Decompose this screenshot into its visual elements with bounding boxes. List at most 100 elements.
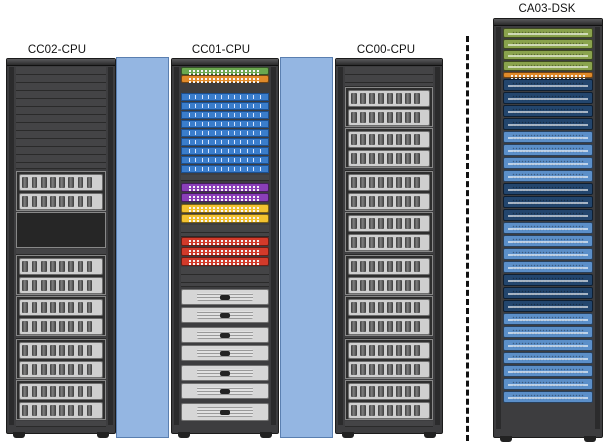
server-icon <box>86 177 93 188</box>
patch-panel <box>181 147 269 155</box>
storage-handle <box>508 215 588 217</box>
cable <box>201 113 203 117</box>
cable <box>195 158 197 162</box>
server-icon <box>360 93 366 104</box>
blank-panel <box>16 131 106 139</box>
storage-icon <box>503 183 593 195</box>
cable <box>214 122 216 126</box>
cable <box>195 149 197 153</box>
server-icon <box>387 302 393 313</box>
cable <box>246 140 248 144</box>
storage-handle <box>508 358 588 360</box>
server-icon <box>31 302 38 313</box>
server-icon <box>77 345 84 356</box>
network-switch-icon <box>181 67 269 75</box>
blank-panel <box>345 337 433 339</box>
server-icon <box>31 386 38 397</box>
server-icon <box>68 302 75 313</box>
blade-row <box>348 277 430 294</box>
server-icon <box>369 196 375 207</box>
blank-panel <box>345 67 433 75</box>
server-icon <box>360 153 366 164</box>
blade-row <box>19 299 103 316</box>
server-icon <box>22 364 29 375</box>
cable <box>208 104 210 108</box>
cable <box>240 149 242 153</box>
server-icon <box>77 405 84 416</box>
storage-handle <box>508 267 588 269</box>
storage-handle <box>508 163 588 165</box>
cable <box>240 95 242 99</box>
cable <box>188 131 190 135</box>
server-icon <box>351 261 357 272</box>
cable <box>208 131 210 135</box>
blade-row <box>348 174 430 191</box>
cable <box>259 149 261 153</box>
blade-chassis <box>16 380 106 420</box>
switch-ports <box>188 240 262 242</box>
server-icon <box>405 134 411 145</box>
cable <box>214 167 216 171</box>
cable <box>227 131 229 135</box>
server-icon <box>387 153 393 164</box>
patch-panel <box>181 138 269 146</box>
storage-icon <box>503 170 593 182</box>
blank-panel <box>345 169 433 171</box>
cable <box>208 113 210 117</box>
storage-icon <box>503 28 593 38</box>
storage-icon <box>503 248 593 260</box>
cable <box>253 113 255 117</box>
rack-ca03 <box>493 18 603 442</box>
blade-chassis <box>345 380 433 420</box>
blank-panel <box>181 275 269 283</box>
server-icon <box>387 93 393 104</box>
server-icon <box>414 386 420 397</box>
blank-panel <box>16 163 106 169</box>
server-icon <box>396 153 402 164</box>
server-icon <box>181 365 269 381</box>
network-switch-icon <box>181 75 269 83</box>
server-icon <box>387 196 393 207</box>
patch-panel <box>181 111 269 119</box>
patch-panel <box>181 129 269 137</box>
cable <box>221 95 223 99</box>
server-icon <box>405 177 411 188</box>
cable <box>246 104 248 108</box>
cable <box>253 95 255 99</box>
cable <box>234 95 236 99</box>
cable <box>253 122 255 126</box>
blade-row <box>348 215 430 232</box>
cable <box>246 131 248 135</box>
server-icon <box>86 261 93 272</box>
server-icon <box>77 364 84 375</box>
switch-ports <box>188 81 262 83</box>
server-icon <box>86 386 93 397</box>
server-icon <box>351 405 357 416</box>
server-icon <box>405 93 411 104</box>
storage-handle <box>508 98 588 100</box>
switch-ports <box>188 243 262 245</box>
cable <box>240 113 242 117</box>
blade-row <box>348 90 430 107</box>
switch-ports <box>188 70 262 72</box>
cable <box>246 149 248 153</box>
switch-ports <box>188 263 262 265</box>
storage-icon <box>503 235 593 247</box>
cable <box>246 167 248 171</box>
blank-panel <box>181 283 269 287</box>
server-icon <box>181 345 269 361</box>
server-icon <box>351 153 357 164</box>
cable <box>214 131 216 135</box>
server-icon <box>22 345 29 356</box>
server-icon <box>414 302 420 313</box>
server-icon <box>378 302 384 313</box>
storage-icon <box>503 300 593 312</box>
server-icon <box>351 218 357 229</box>
server-icon <box>378 93 384 104</box>
storage-icon <box>503 157 593 169</box>
server-icon <box>405 386 411 397</box>
server-icon <box>414 237 420 248</box>
cable <box>253 104 255 108</box>
server-icon <box>181 383 269 399</box>
server-icon <box>378 196 384 207</box>
